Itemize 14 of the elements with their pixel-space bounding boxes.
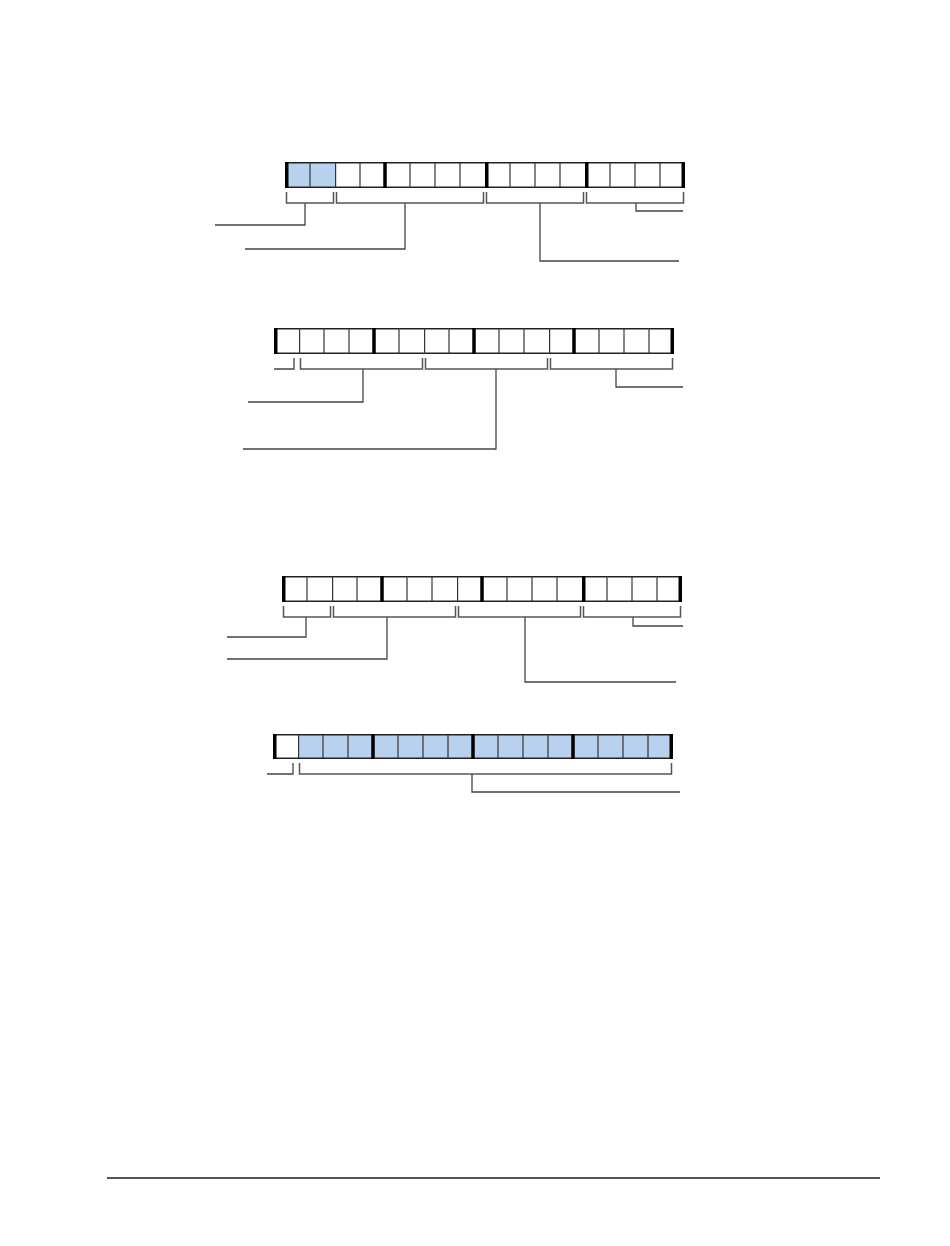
leader-line [244, 202, 406, 250]
leader-line [635, 202, 684, 212]
leader-line [242, 368, 497, 450]
leader-line [247, 368, 364, 403]
leader-line [539, 202, 680, 262]
leader-line [226, 616, 388, 660]
leader-line [615, 368, 684, 388]
leader-line [471, 773, 681, 793]
leader-line [524, 616, 677, 683]
leader-line [266, 762, 294, 775]
leader-line [273, 357, 295, 370]
leader-line [214, 202, 306, 226]
leader-line [632, 616, 684, 627]
leader-line [226, 616, 307, 638]
